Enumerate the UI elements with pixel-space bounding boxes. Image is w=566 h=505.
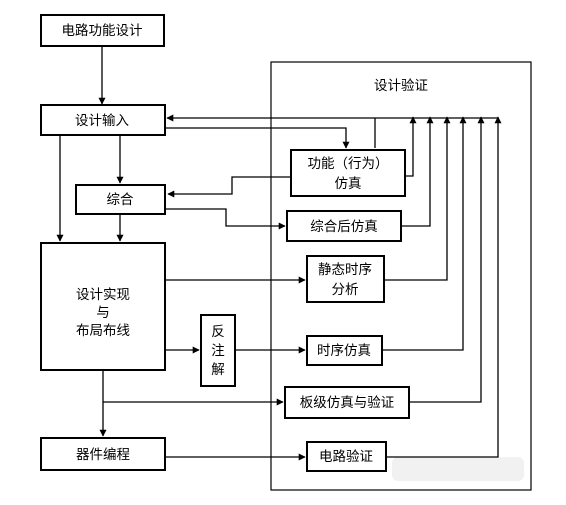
node-circuit-verify: 电路验证 (306, 441, 387, 472)
node-board-sim-label: 板级仿真与验证 (300, 395, 395, 411)
node-implementation: 设计实现 与 布局布线 (40, 242, 166, 371)
node-board-sim: 板级仿真与验证 (284, 386, 410, 419)
node-post-synth-sim: 综合后仿真 (286, 210, 402, 242)
node-synthesis: 综合 (75, 184, 166, 215)
feedback-post-sim (401, 116, 434, 227)
node-circuit-verify-label: 电路验证 (319, 449, 373, 465)
node-post-synth-sim-label: 综合后仿真 (310, 219, 378, 235)
node-timing-sim: 时序仿真 (306, 335, 383, 366)
node-synthesis-label: 综合 (107, 192, 134, 208)
feedback-static-timing (384, 116, 451, 281)
node-implementation-line-3: 布局布线 (76, 323, 130, 339)
feedback-timing-sim (382, 116, 467, 351)
node-timing-sim-label: 时序仿真 (317, 343, 371, 359)
feedback-circuit-verify (386, 116, 502, 458)
node-device-programming-label: 器件编程 (76, 447, 130, 463)
node-device-programming: 器件编程 (40, 437, 166, 471)
node-implementation-line-1: 设计实现 (76, 287, 130, 303)
arrow-synthesis-to-post-sim (165, 208, 286, 230)
node-functional-sim-line-1: 功能（行为） (308, 156, 389, 172)
node-back-annotation-line-2: 注 (211, 343, 225, 359)
watermark-blur (392, 457, 524, 481)
node-design-input-label: 设计输入 (75, 113, 129, 129)
node-static-timing-line-1: 静态时序 (318, 262, 372, 278)
arrow-input-to-functional-sim (165, 127, 350, 149)
node-functional-sim-line-2: 仿真 (335, 176, 362, 192)
node-implementation-line-2: 与 (96, 305, 110, 321)
node-circuit-design: 电路功能设计 (40, 14, 165, 47)
node-static-timing: 静态时序 分析 (306, 255, 385, 303)
node-back-annotation: 反 注 解 (200, 314, 236, 387)
feedback-board-sim (409, 116, 485, 403)
feedback-functional-sim (405, 116, 417, 177)
node-functional-sim: 功能（行为） 仿真 (290, 149, 406, 197)
node-static-timing-line-2: 分析 (332, 282, 359, 298)
node-back-annotation-line-1: 反 (211, 324, 225, 340)
arrow-functional-sim-to-synthesis (167, 176, 290, 198)
node-circuit-design-label: 电路功能设计 (62, 23, 143, 39)
node-design-input: 设计输入 (40, 104, 166, 136)
verification-panel (270, 61, 532, 491)
node-back-annotation-line-3: 解 (211, 362, 225, 378)
panel-title: 设计验证 (374, 78, 428, 94)
connectors (56, 46, 502, 461)
